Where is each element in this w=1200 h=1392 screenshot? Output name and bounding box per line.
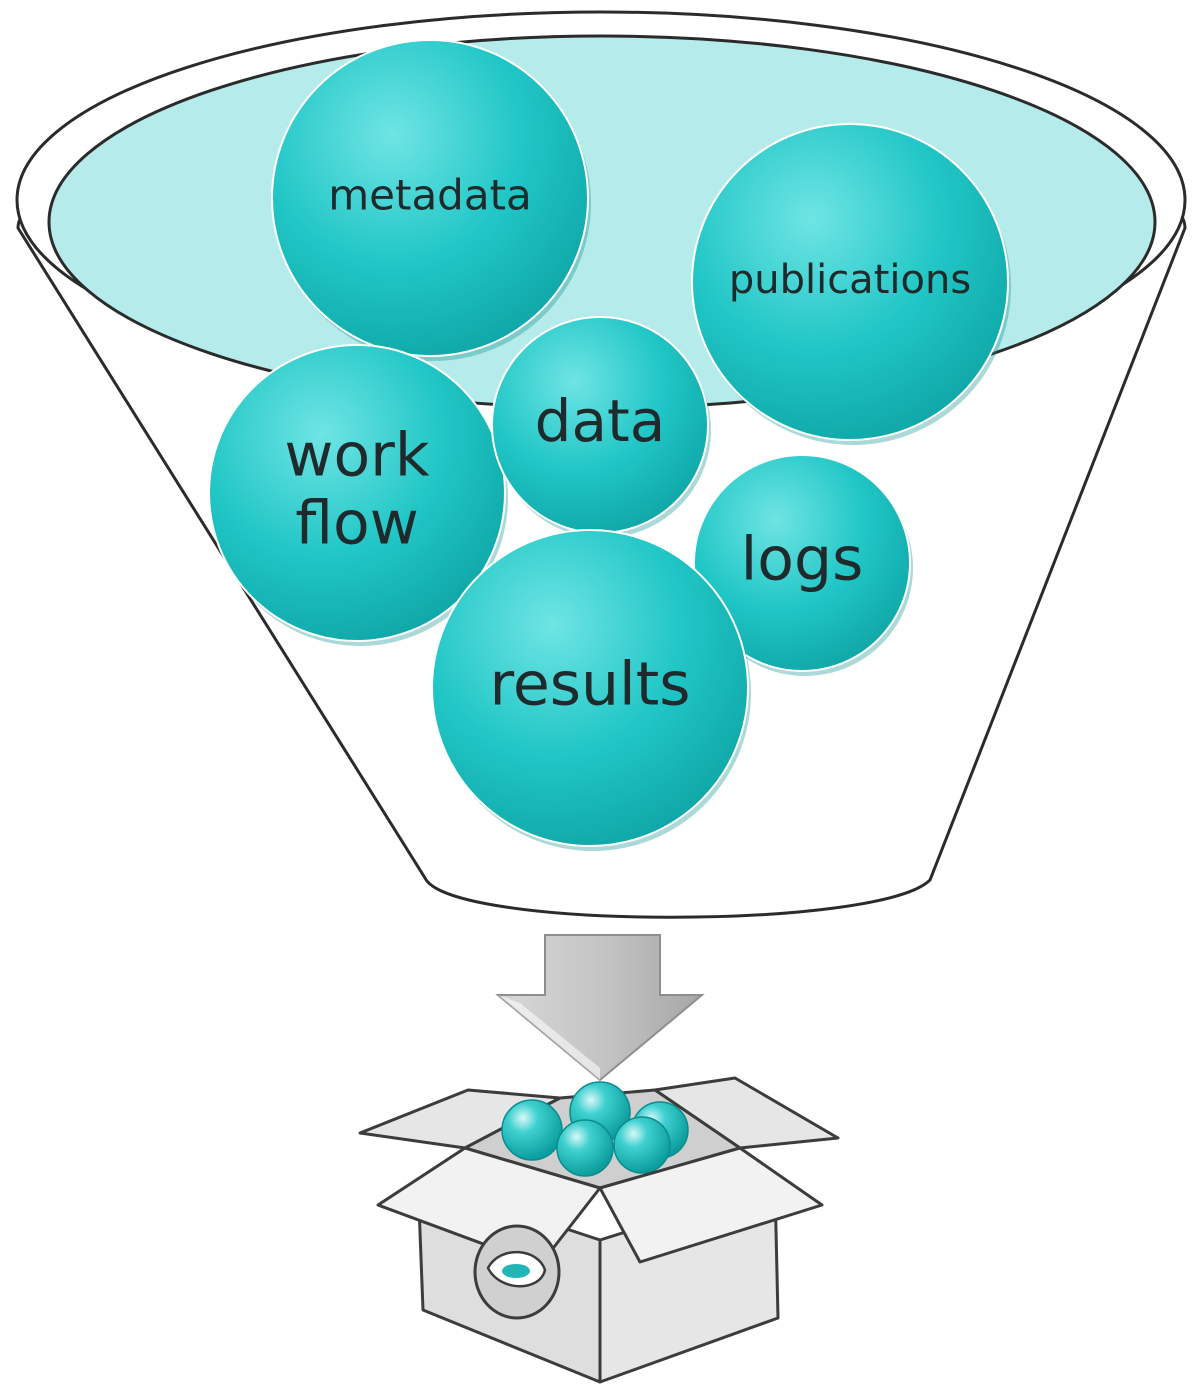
bubble-label-results: results bbox=[489, 650, 690, 720]
box-front-right-flap bbox=[598, 1146, 824, 1264]
bubble-logs: logs bbox=[693, 454, 913, 676]
ball-icon bbox=[501, 1099, 563, 1161]
bubble-circle bbox=[271, 39, 589, 357]
bubble-label-logs: logs bbox=[741, 525, 864, 595]
bubble-label-workflow: work bbox=[284, 421, 429, 491]
bubble-label-metadata: metadata bbox=[328, 171, 532, 220]
bubble-label-publications: publications bbox=[729, 257, 971, 303]
bubble-circle bbox=[693, 454, 911, 672]
down-arrow-icon bbox=[495, 934, 705, 1082]
bubble-label-workflow: flow bbox=[295, 489, 419, 559]
bubble-circle bbox=[691, 123, 1009, 441]
bubble-publications: publications bbox=[691, 123, 1011, 445]
bubble-circle bbox=[431, 529, 749, 847]
bubble-label-data: data bbox=[535, 387, 666, 455]
bubble-results: results bbox=[431, 529, 751, 851]
ball-icon bbox=[613, 1116, 671, 1174]
bubble-circle bbox=[208, 344, 506, 642]
ball-icon bbox=[556, 1119, 614, 1177]
package-logo-icon bbox=[473, 1224, 561, 1320]
open-box-icon bbox=[358, 1076, 840, 1384]
ball-cluster bbox=[501, 1081, 689, 1177]
bubble-metadata: metadata bbox=[271, 39, 591, 361]
